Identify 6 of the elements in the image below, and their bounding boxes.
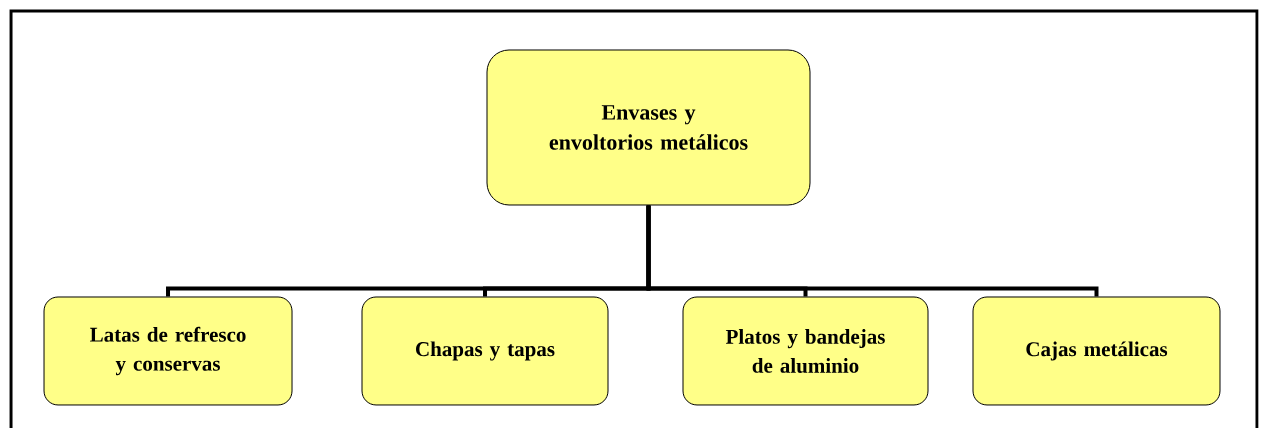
category-box: Latas de refresco y conservas xyxy=(43,296,293,406)
connector-line xyxy=(646,205,1099,297)
category-box: Chapas y tapas xyxy=(361,296,609,406)
category-box: Platos y bandejas de aluminio xyxy=(682,296,929,406)
category-box: Cajas metálicas xyxy=(972,296,1221,406)
category-box: Envases y envoltorios metálicos xyxy=(486,49,811,206)
